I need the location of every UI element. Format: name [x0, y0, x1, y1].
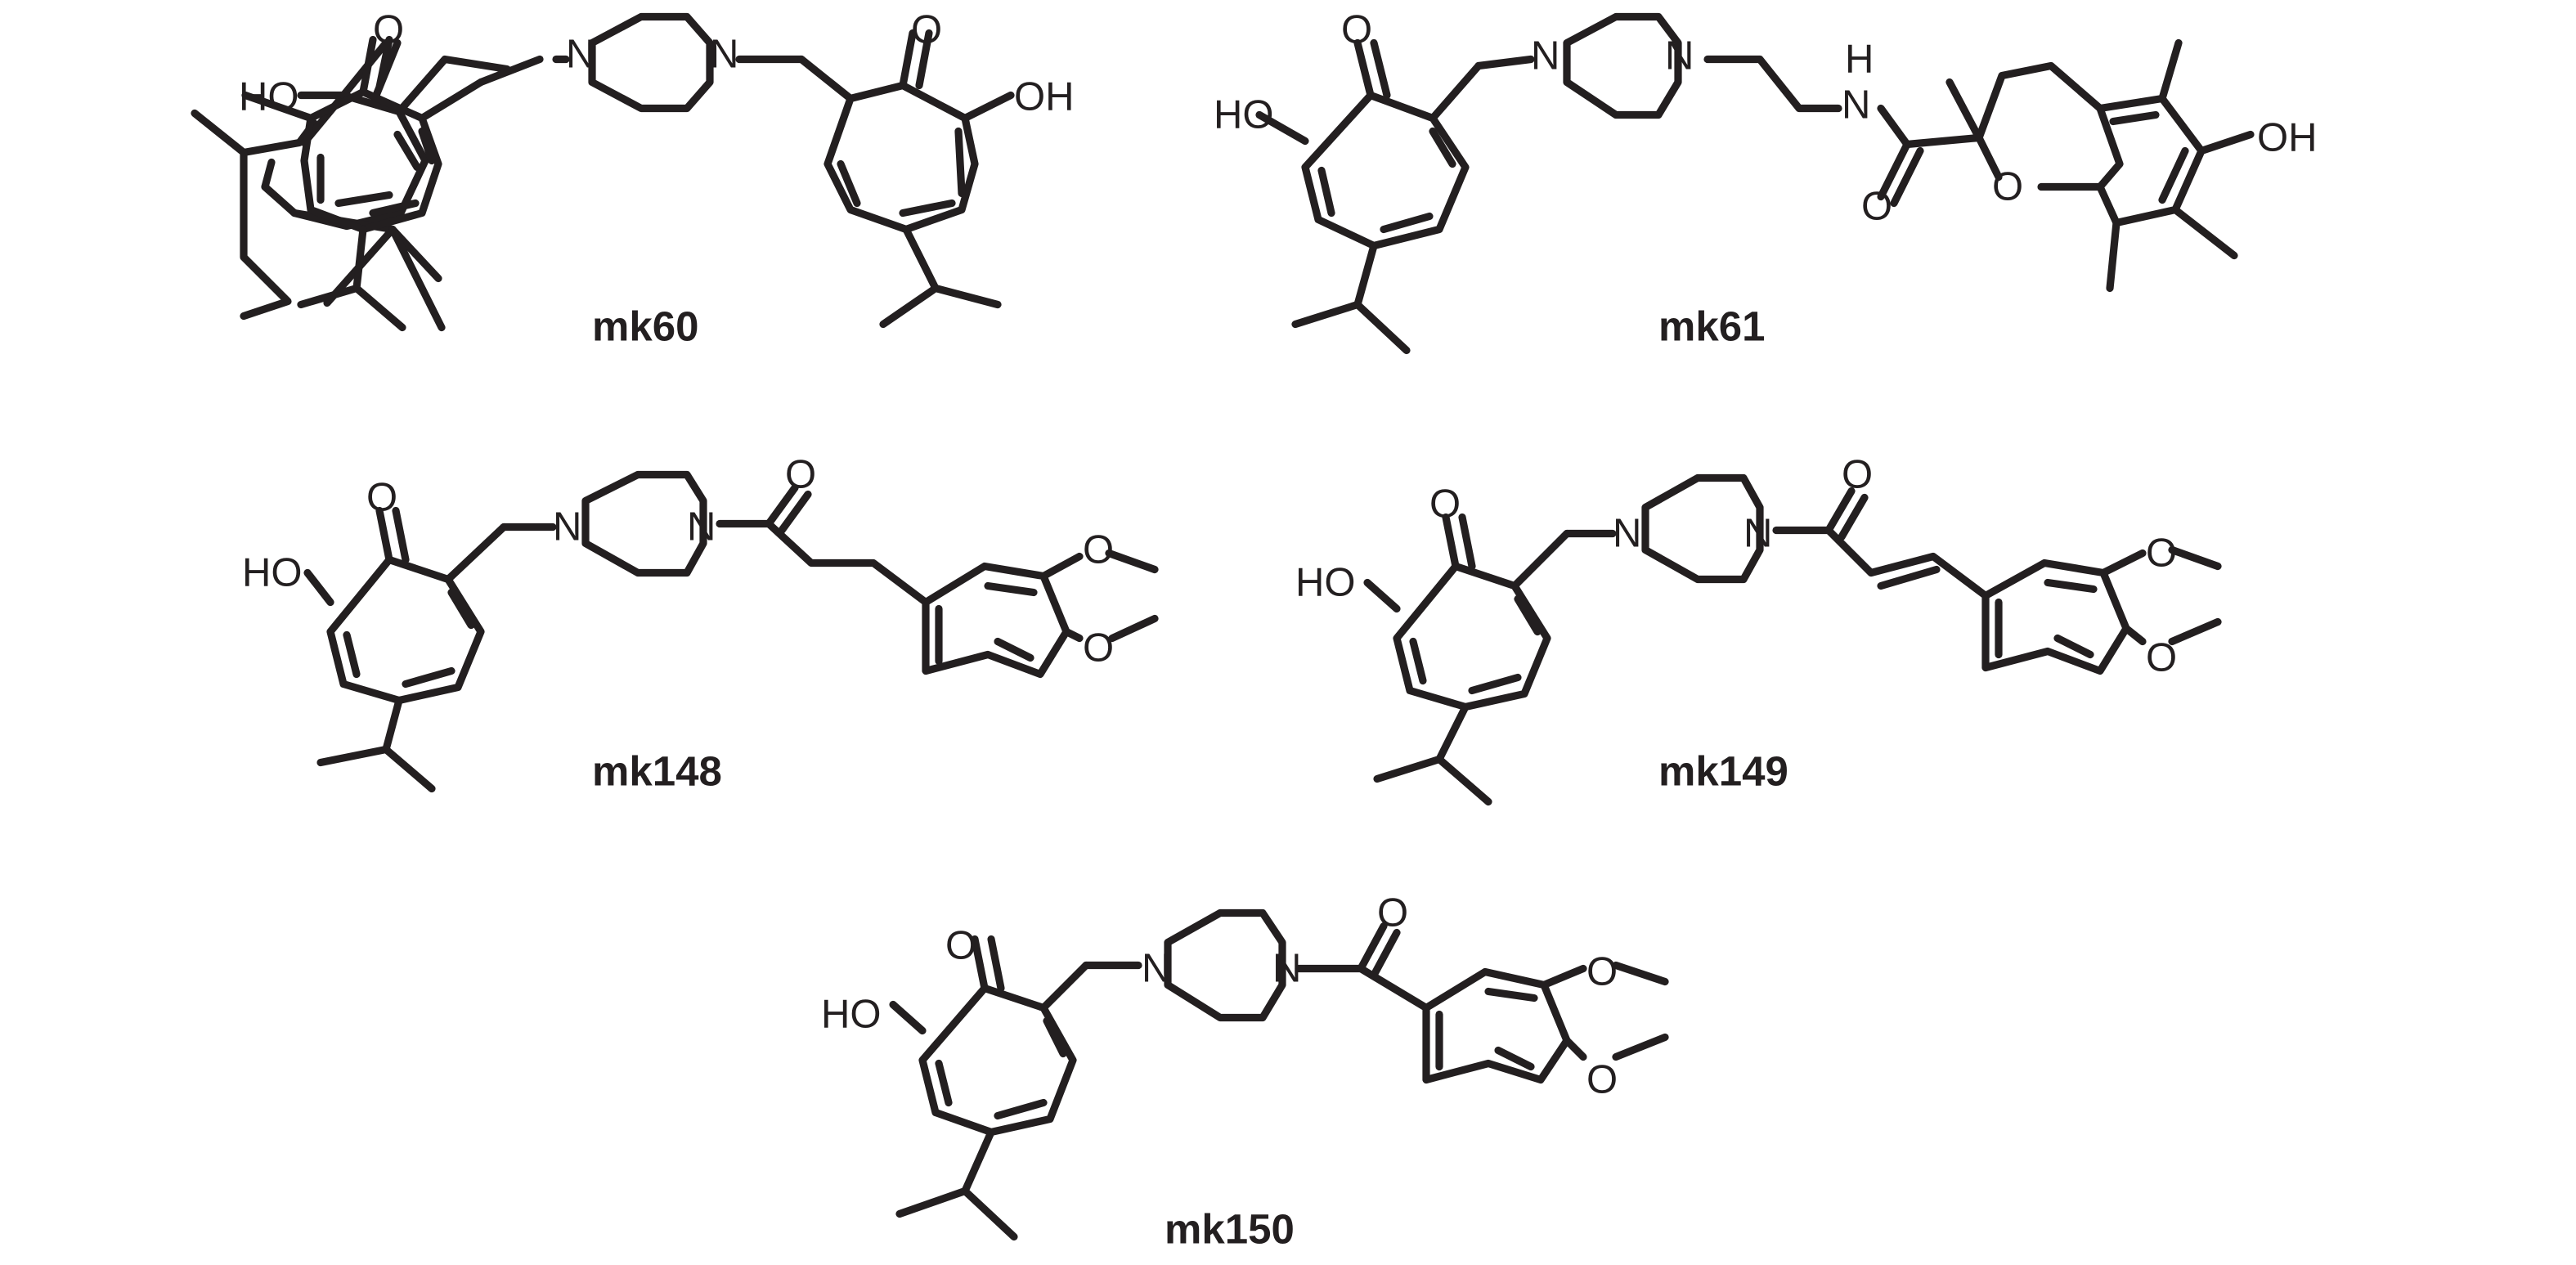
mk61-amide-nitrogen-label: N	[1842, 83, 1870, 128]
mk148-hydroxyl-label: HO	[242, 551, 303, 595]
mk61-phenol-label: OH	[2257, 116, 2318, 160]
mk60-bonds	[241, 12, 1015, 332]
compound-label-mk150: mk150	[1165, 1206, 1295, 1253]
mk149-carbonyl-oxygen-label: O	[1842, 453, 1873, 497]
mk150-nitrogen-label-2: N	[1272, 947, 1301, 991]
compound-label-mk61: mk61	[1658, 303, 1765, 350]
mk148-nitrogen-label-2: N	[687, 505, 716, 550]
mk61-ring-oxygen-label: O	[1992, 165, 2023, 209]
mk60-hydroxyl-label-right: OH	[1014, 75, 1075, 119]
mk149-hydroxyl-label: HO	[1295, 561, 1356, 605]
mk150-methoxy-oxygen-label-2: O	[1586, 1058, 1618, 1102]
mk148-nitrogen-label-1: N	[553, 505, 581, 550]
mk150-oxygen-label: O	[945, 924, 976, 968]
mk61-carbonyl-oxygen-label: O	[1861, 185, 1892, 229]
mk148-methoxy-oxygen-label-1: O	[1083, 528, 1114, 572]
mk61-amide-hydrogen-label: H	[1845, 38, 1874, 82]
mk148-oxygen-label: O	[366, 476, 397, 520]
mk149-methoxy-oxygen-label-1: O	[2146, 532, 2177, 576]
compound-label-mk148: mk148	[592, 748, 722, 795]
mk148-methoxy-oxygen-label-2: O	[1083, 626, 1114, 671]
mk149-nitrogen-label-1: N	[1613, 512, 1641, 556]
mk61-oxygen-label: O	[1341, 8, 1372, 52]
mk61-nitrogen-label-1: N	[1531, 34, 1560, 79]
structure-mk150	[889, 908, 1669, 1241]
structure-mk148	[303, 470, 1159, 793]
mk149-oxygen-label: O	[1429, 482, 1461, 527]
mk150-carbonyl-oxygen-label: O	[1377, 891, 1408, 935]
structure-mk61	[1255, 12, 2255, 355]
compound-label-mk60: mk60	[592, 303, 698, 350]
mk149-nitrogen-label-2: N	[1744, 512, 1772, 556]
mk150-methoxy-oxygen-label-1: O	[1586, 950, 1618, 994]
mk149-methoxy-oxygen-label-2: O	[2146, 636, 2177, 680]
mk150-hydroxyl-label: HO	[821, 993, 882, 1037]
mk148-carbonyl-oxygen-label: O	[785, 453, 816, 497]
mk150-nitrogen-label-1: N	[1142, 947, 1170, 991]
mk61-nitrogen-label-2: N	[1665, 34, 1694, 79]
compound-label-mk149: mk149	[1658, 748, 1788, 795]
mk61-hydroxyl-label: HO	[1214, 93, 1274, 137]
structure-mk149	[1363, 473, 2222, 806]
mk60-nitrogen-label-2: N	[710, 33, 738, 77]
